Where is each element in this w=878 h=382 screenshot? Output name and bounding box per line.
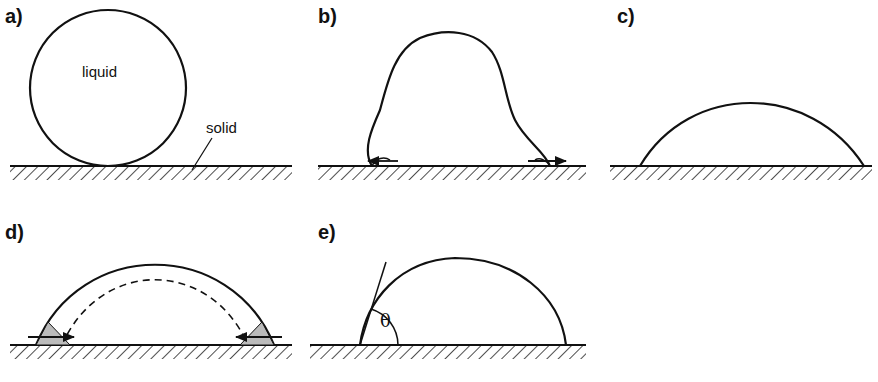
panel-letter: b) (318, 6, 337, 26)
panel-letter: c) (617, 6, 635, 26)
receding-drop (36, 265, 274, 345)
receding-arrow (28, 336, 74, 338)
solid-surface (610, 165, 872, 167)
spreading-arrow (528, 160, 566, 162)
angle-arc (371, 309, 398, 345)
receded-drop (62, 280, 248, 345)
solid-hatching (310, 345, 586, 359)
tangent-line (360, 262, 386, 345)
panel-letter: e) (318, 222, 336, 242)
equilibrium-drop (360, 258, 566, 345)
leader-line (192, 138, 212, 170)
material-label: liquid (82, 64, 117, 79)
spreading-drop (368, 32, 550, 166)
material-label: solid (206, 120, 237, 135)
panel-letter: d) (5, 222, 24, 242)
solid-surface (10, 165, 292, 167)
solid-surface (310, 344, 586, 346)
liquid-sphere (30, 10, 186, 166)
rim-shading (36, 322, 70, 345)
solid-hatching (10, 345, 292, 359)
solid-surface (318, 165, 586, 167)
drop-foot (535, 159, 550, 166)
drop-foot (372, 158, 390, 166)
angle-symbol: θ (380, 312, 391, 330)
flat-drop (640, 103, 864, 166)
panel-letter: a) (5, 6, 23, 26)
receding-arrow (236, 336, 282, 338)
rim-shading (240, 322, 274, 345)
solid-hatching (318, 166, 586, 180)
solid-hatching (610, 166, 872, 180)
spreading-arrow (368, 160, 398, 162)
solid-hatching (10, 166, 292, 180)
